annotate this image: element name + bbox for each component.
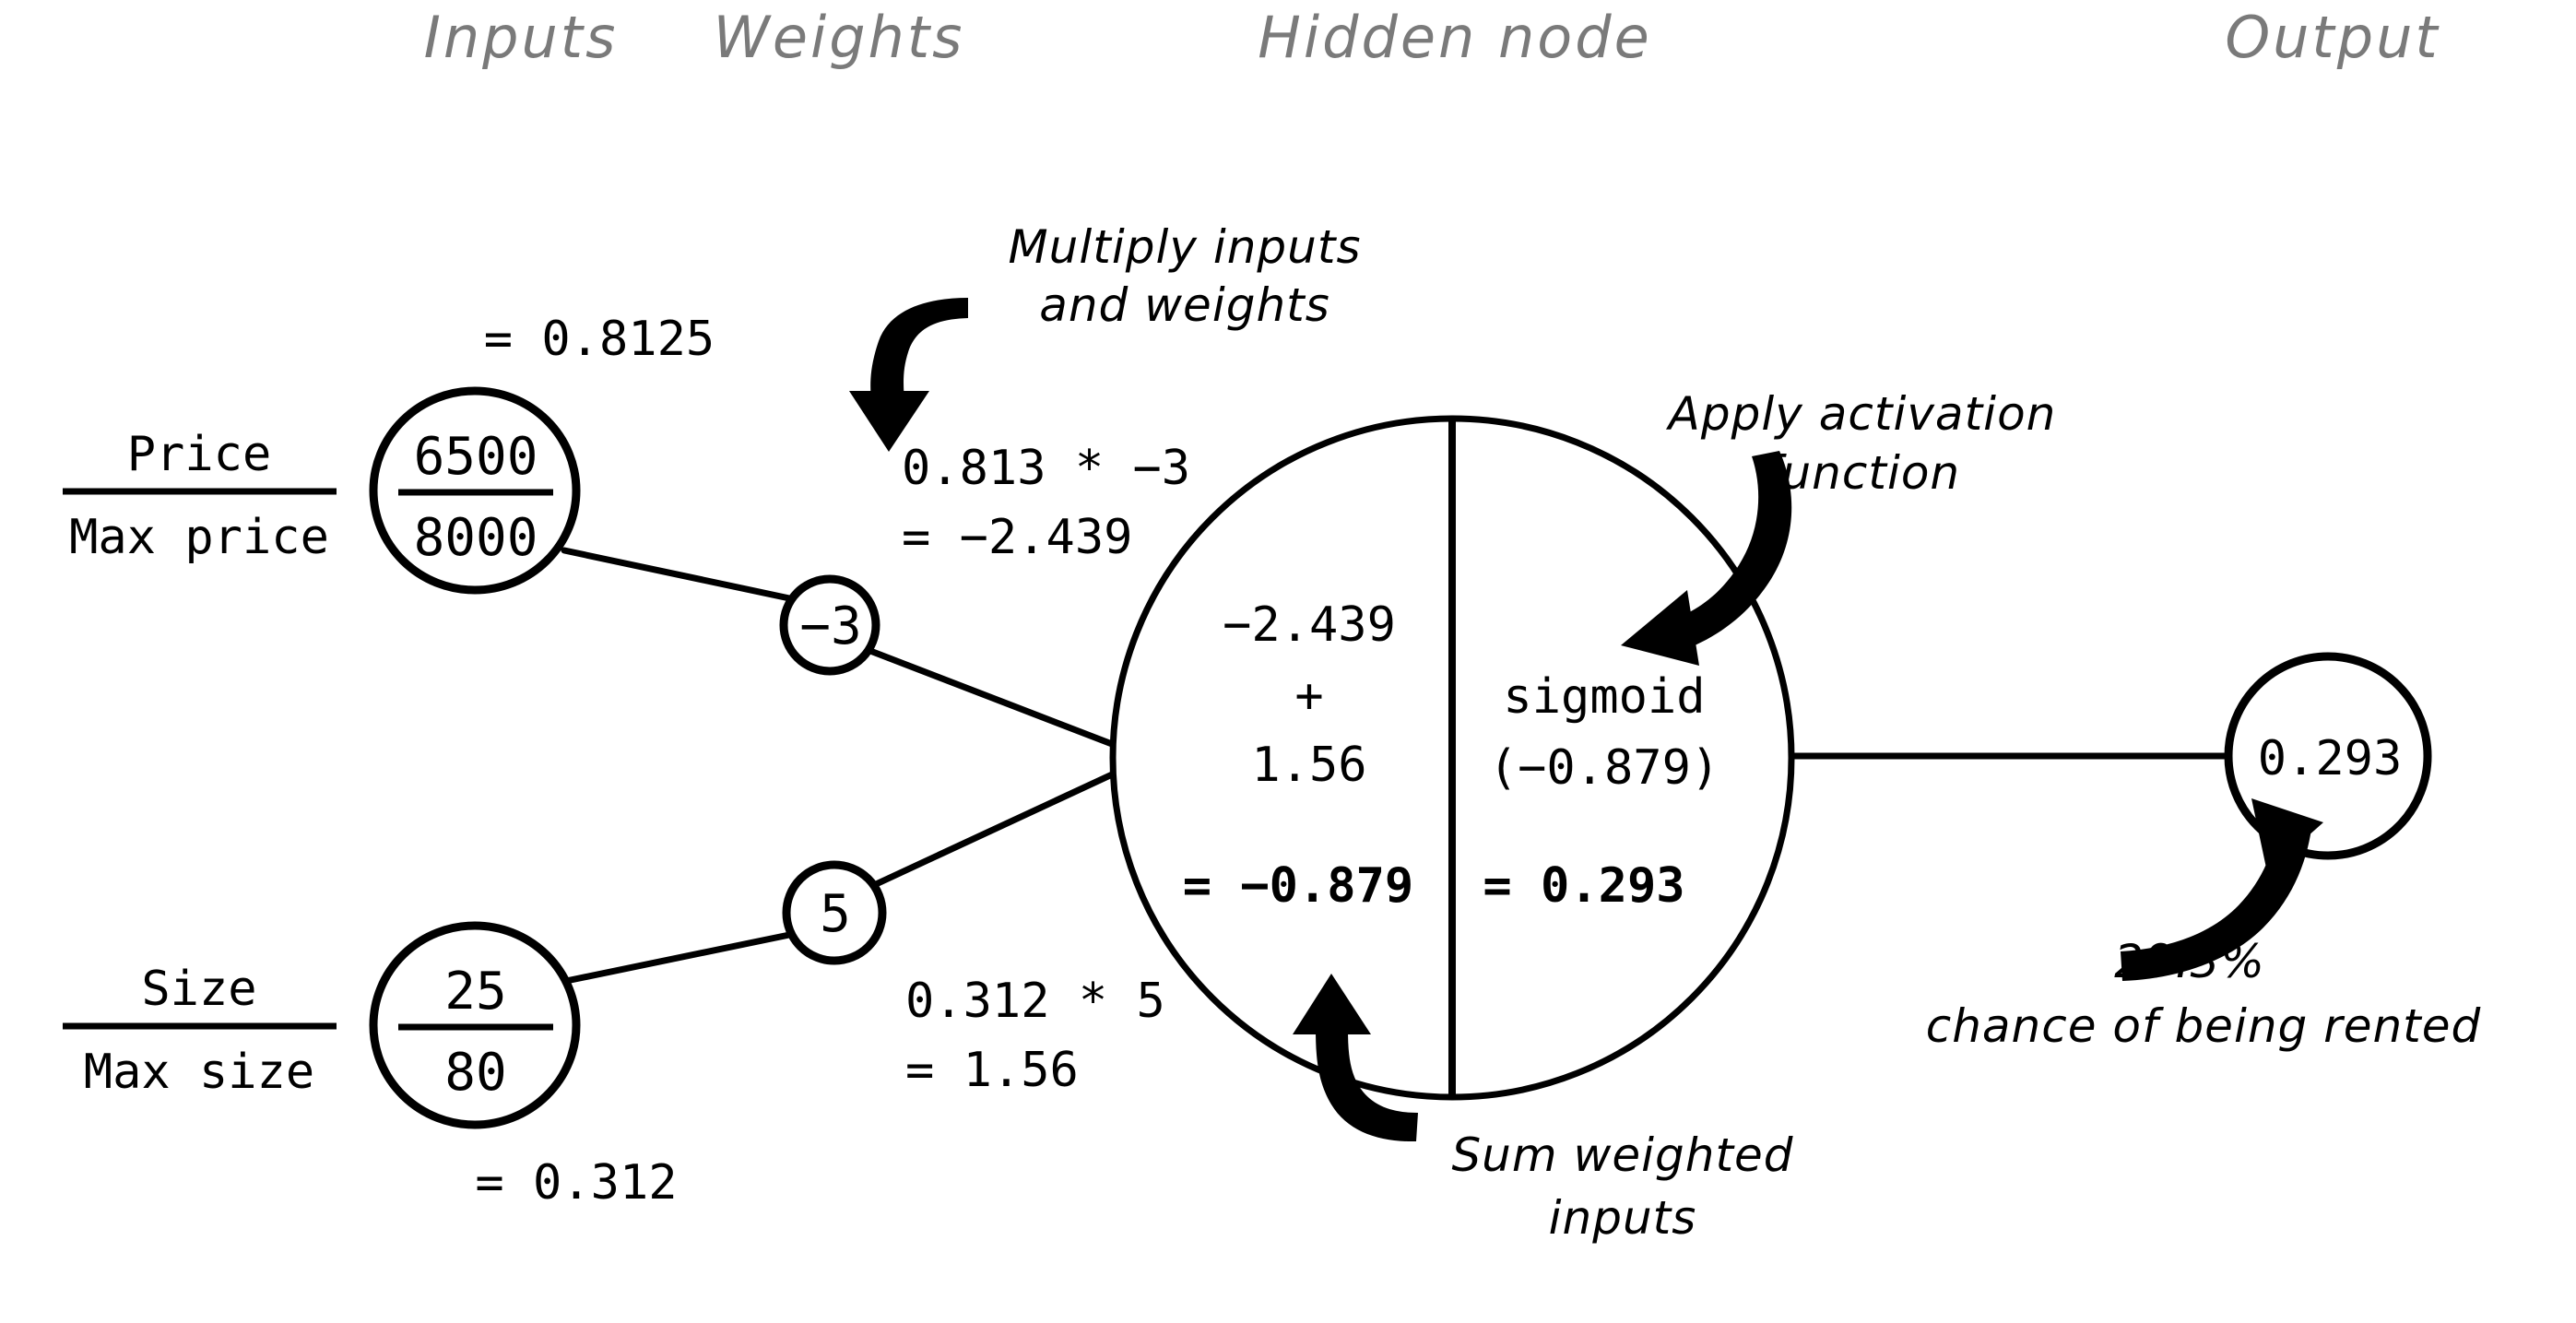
input-node-price-numerator: 6500 <box>414 427 538 487</box>
multiply-arrow <box>849 298 968 452</box>
multiply-annotation-line1: Multiply inputs <box>1009 220 1362 274</box>
edge-weight-to-hidden-top <box>867 647 1152 762</box>
hidden-sum-operator: + <box>1294 668 1323 724</box>
activation-arrow <box>1621 451 1792 666</box>
header-inputs: Inputs <box>424 4 619 71</box>
product-size-result: = 1.56 <box>905 1043 1079 1098</box>
product-size-expression: 0.312 * 5 <box>905 974 1165 1029</box>
hidden-activation-argument: (−0.879) <box>1489 740 1719 796</box>
input-size-result: = 0.312 <box>475 1155 677 1211</box>
output-node-circle[interactable] <box>2224 652 2432 860</box>
input-node-size[interactable] <box>369 921 581 1129</box>
sum-arrow <box>1293 974 1418 1142</box>
output-caption-line2: chance of being rented <box>1926 999 2482 1053</box>
sum-annotation-line1: Sum weighted <box>1451 1128 1793 1182</box>
activation-annotation-line2: function <box>1765 446 1960 500</box>
sum-annotation-line2: inputs <box>1549 1191 1697 1245</box>
price-ratio-numerator: Price <box>127 427 272 482</box>
header-output: Output <box>2225 4 2440 71</box>
product-price-expression: 0.813 * −3 <box>902 441 1190 496</box>
size-ratio-numerator: Size <box>141 962 256 1017</box>
input-node-price-denominator: 8000 <box>414 508 538 568</box>
hidden-sum-term1: −2.439 <box>1223 597 1396 653</box>
input-price-result: = 0.8125 <box>484 312 715 367</box>
edge-price-to-weight <box>561 547 798 603</box>
hidden-node[interactable] <box>1109 415 1795 1101</box>
weight-label-size: 5 <box>820 884 851 944</box>
input-node-size-denominator: 80 <box>444 1043 506 1103</box>
size-ratio-denominator: Max size <box>84 1045 314 1100</box>
output-caption-arrow <box>2121 798 2323 981</box>
output-caption-line1: 29.3% <box>2114 935 2265 988</box>
edge-weight-to-hidden-bottom <box>870 754 1152 889</box>
hidden-sum-result: = −0.879 <box>1183 858 1413 914</box>
product-price-result: = −2.439 <box>902 510 1132 565</box>
multiply-annotation-line2: and weights <box>1039 278 1330 332</box>
price-ratio-denominator: Max price <box>69 510 329 565</box>
input-node-price[interactable] <box>369 386 581 595</box>
header-weights: Weights <box>714 4 965 71</box>
weight-node-price[interactable] <box>779 574 880 676</box>
header-hidden-node: Hidden node <box>1258 4 1651 71</box>
weight-node-size[interactable] <box>782 860 887 965</box>
output-node-value: 0.293 <box>2258 731 2403 786</box>
hidden-activation-function: sigmoid <box>1503 669 1705 725</box>
activation-annotation-line1: Apply activation <box>1666 387 2057 441</box>
edge-size-to-weight <box>562 930 798 985</box>
input-node-size-numerator: 25 <box>444 962 506 1022</box>
hidden-activation-result: = 0.293 <box>1483 858 1684 914</box>
weight-label-price: −3 <box>799 597 861 656</box>
connection-lines <box>561 547 2232 985</box>
hidden-sum-term2: 1.56 <box>1251 738 1366 793</box>
